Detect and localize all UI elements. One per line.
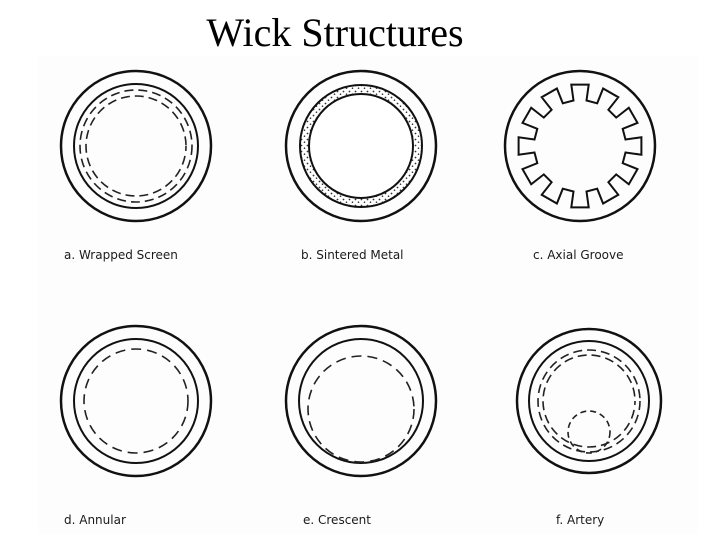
wick-axial-groove: c. Axial Groove (503, 69, 657, 262)
wick-artery: f. Artery (515, 327, 663, 527)
wick-sintered-metal: b. Sintered Metal (284, 69, 438, 262)
caption-artery: f. Artery (556, 513, 604, 527)
caption-sintered-metal: b. Sintered Metal (301, 248, 404, 262)
slide-title: Wick Structures (206, 10, 464, 55)
caption-wrapped-screen: a. Wrapped Screen (64, 248, 178, 262)
wick-annular: d. Annular (59, 324, 213, 527)
caption-axial-groove: c. Axial Groove (533, 248, 624, 262)
wick-crescent: e. Crescent (284, 324, 438, 527)
caption-crescent: e. Crescent (303, 513, 371, 527)
caption-annular: d. Annular (64, 513, 126, 527)
wick-wrapped-screen: a. Wrapped Screen (59, 69, 213, 262)
